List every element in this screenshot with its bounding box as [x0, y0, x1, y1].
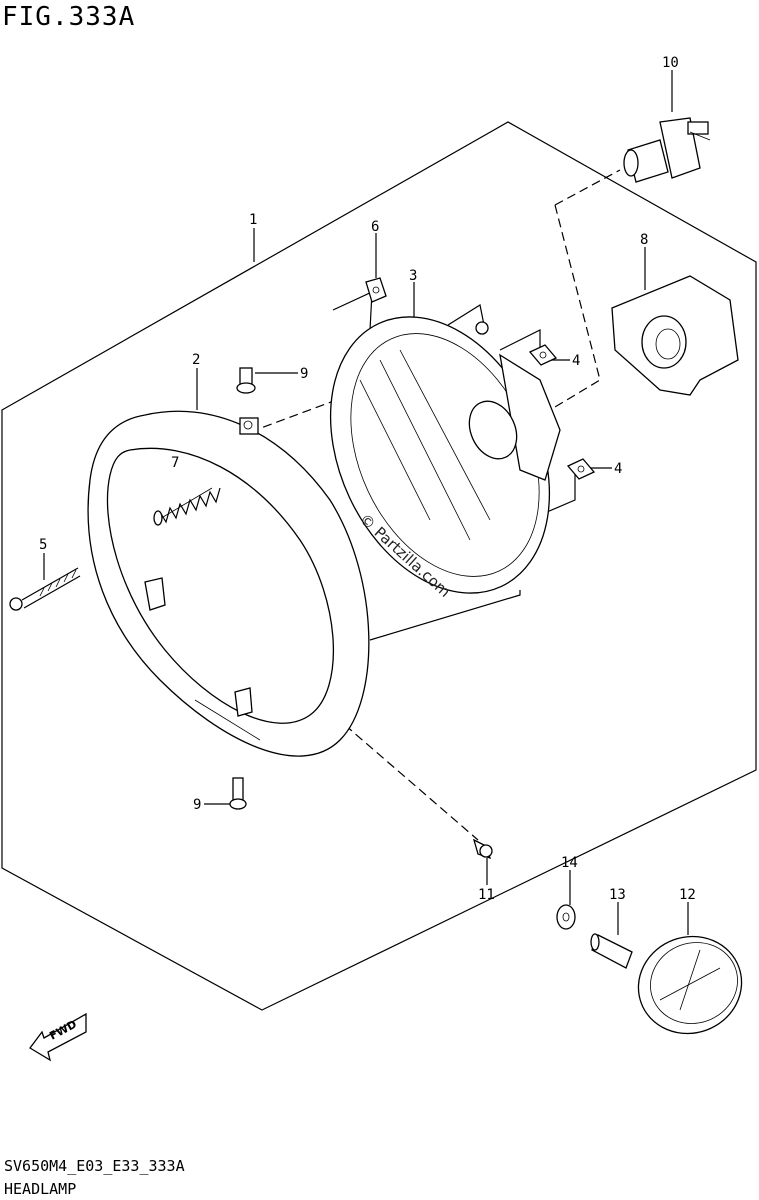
dust-cover-part-8 — [611, 275, 739, 396]
callout-11: 11 — [478, 887, 495, 903]
callout-4a: 4 — [572, 353, 580, 369]
callout-9b: 9 — [193, 797, 201, 813]
callout-8: 8 — [640, 232, 648, 248]
dash-bracket-bottom — [369, 590, 521, 641]
assembly-boundary — [1, 121, 757, 1011]
housing-part-2 — [87, 410, 370, 757]
screw-part-9a — [236, 367, 256, 394]
diagram-name: HEADLAMP — [4, 1180, 77, 1198]
nut-part-4b — [566, 458, 596, 480]
fwd-arrow-icon: FWD — [29, 1012, 87, 1062]
nut-part-6 — [365, 277, 387, 303]
diagram-code: SV650M4_E03_E33_333A — [4, 1157, 185, 1175]
spacer-part-13 — [590, 933, 633, 969]
callout-7: 7 — [171, 455, 179, 471]
figure-title: FIG.333A — [2, 2, 136, 32]
callout-5: 5 — [39, 537, 47, 553]
callout-12: 12 — [679, 887, 696, 903]
dash-bracket-6 — [332, 291, 373, 331]
cap-part-12 — [637, 935, 743, 1035]
callout-1: 1 — [249, 212, 257, 228]
callout-13: 13 — [609, 887, 626, 903]
washer-part-14 — [556, 904, 576, 930]
callout-2: 2 — [192, 352, 200, 368]
screw-part-5 — [9, 567, 81, 611]
callout-9a: 9 — [300, 366, 308, 382]
screw-part-9b — [229, 777, 247, 810]
dash-line-11 — [344, 724, 479, 841]
screw-part-11 — [472, 838, 493, 860]
dash-bracket-4b — [539, 470, 576, 516]
bulb-part-10 — [623, 117, 711, 183]
callout-6: 6 — [371, 219, 379, 235]
callout-3: 3 — [409, 268, 417, 284]
nut-part-4a — [528, 344, 558, 366]
callout-10: 10 — [662, 55, 679, 71]
spring-part-7 — [153, 487, 221, 526]
callout-4b: 4 — [614, 461, 622, 477]
callout-14: 14 — [561, 855, 578, 871]
reflector-unit-part-3 — [329, 316, 561, 594]
